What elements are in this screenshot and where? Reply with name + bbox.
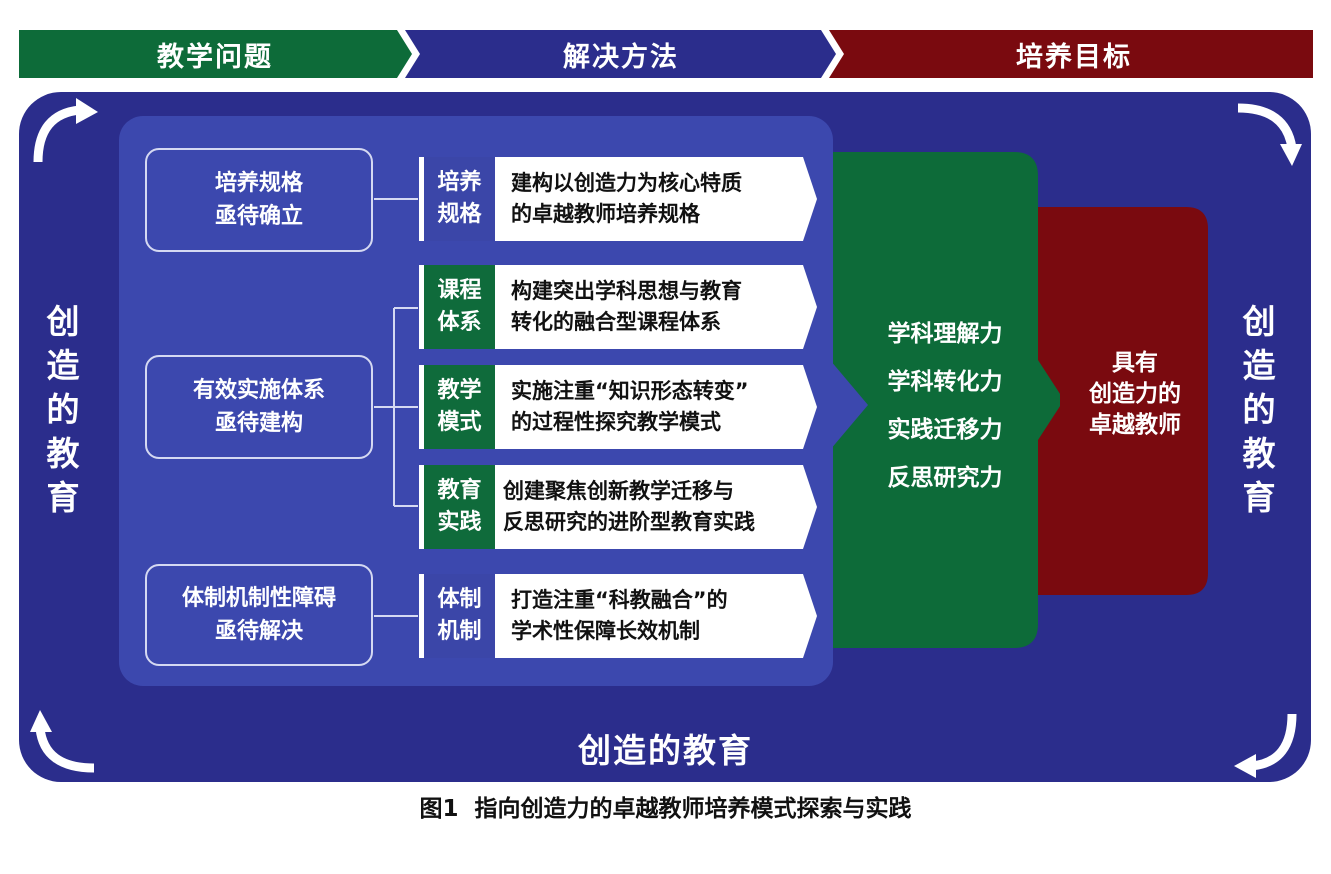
method-text-practice: 创建聚焦创新教学迁移与 反思研究的进阶型教育实践 [495,465,815,549]
method-arrows [495,157,817,658]
method-line: 转化的融合型课程体系 [511,310,721,334]
ability-box [820,152,1060,648]
method-line: 的卓越教师培养规格 [511,202,700,226]
side-right-char: 创 [1242,302,1276,341]
tag-line: 实践 [437,510,482,535]
goal-line: 卓越教师 [1089,412,1181,438]
connector-lines [374,198,418,617]
header-col-goals: 培养目标 [835,30,1313,78]
header-col-goals-label: 培养目标 [1016,41,1132,73]
method-text-mechanism: 打造注重“科教融合”的 学术性保障长效机制 [495,574,815,658]
cycle-arrow-top-left-icon [33,98,98,163]
method-line: 创建聚焦创新教学迁移与 [503,479,734,503]
problem-line: 亟待建构 [214,411,303,436]
bottom-label: 创造的教育 [578,731,753,770]
problem-line: 亟待解决 [214,619,303,644]
method-line: 学术性保障长效机制 [511,619,700,643]
tag-line: 教学 [437,378,482,403]
header-col-problems: 教学问题 [19,30,411,78]
method-tag-teaching: 教学 模式 [419,365,495,449]
ability-item: 实践迁移力 [887,417,1003,443]
tag-line: 机制 [437,619,482,644]
method-tag-curriculum: 课程 体系 [419,265,495,349]
side-right-char: 造 [1242,346,1276,385]
method-text-teaching: 实施注重“知识形态转变” 的过程性探究教学模式 [495,365,815,449]
problem-box-spec: 培养规格 亟待确立 [145,148,373,252]
ability-item: 学科转化力 [887,369,1003,395]
header-bar [19,30,1313,78]
header-col-methods-label: 解决方法 [563,41,679,73]
side-left-char: 育 [46,478,80,517]
tag-line: 规格 [437,202,482,227]
method-line: 建构以创造力为核心特质 [511,171,742,195]
ability-list: 学科理解力 学科转化力 实践迁移力 反思研究力 [845,310,1045,502]
problem-line: 培养规格 [214,171,303,196]
method-line: 构建突出学科思想与教育 [511,279,742,303]
method-text-spec: 建构以创造力为核心特质 的卓越教师培养规格 [495,157,815,241]
problem-box-system: 有效实施体系 亟待建构 [145,355,373,459]
goal-box [1030,207,1208,595]
panel-arrow-tip [830,360,868,450]
cycle-arrow-bottom-left-icon [30,710,95,773]
cycle-arrow-bottom-right-icon [1234,713,1297,778]
side-left-char: 创 [46,302,80,341]
side-label-right: 创 造 的 教 育 [1237,300,1281,520]
method-tag-practice: 教育 实践 [419,465,495,549]
method-line: 打造注重“科教融合”的 [511,588,728,612]
header-col-methods: 解决方法 [411,30,831,78]
method-line: 反思研究的进阶型教育实践 [503,510,755,534]
method-line: 的过程性探究教学模式 [511,410,721,434]
method-text-curriculum: 构建突出学科思想与教育 转化的融合型课程体系 [495,265,815,349]
problem-line: 体制机制性障碍 [181,586,336,611]
figure-caption: 图1 指向创造力的卓越教师培养模式探索与实践 [419,796,912,822]
cycle-arrow-top-right-icon [1237,103,1302,166]
problem-box-mechanism: 体制机制性障碍 亟待解决 [145,564,373,666]
tag-line: 模式 [437,410,482,435]
method-tag-mechanism: 体制 机制 [419,574,495,658]
side-right-char: 的 [1242,390,1276,429]
ability-item: 学科理解力 [887,321,1003,347]
goal-line: 具有 [1112,350,1158,376]
tag-line: 体制 [437,587,482,612]
tag-line: 体系 [437,310,482,335]
ability-item: 反思研究力 [887,465,1003,491]
method-line: 实施注重“知识形态转变” [511,379,749,403]
tag-line: 课程 [437,278,482,303]
side-label-left: 创 造 的 教 育 [41,300,85,520]
tag-line: 培养 [437,170,482,195]
side-right-char: 教 [1242,434,1276,473]
side-left-char: 造 [46,346,80,385]
problem-line: 有效实施体系 [192,378,325,403]
header-col-problems-label: 教学问题 [157,41,273,73]
goal-line: 创造力的 [1089,381,1181,407]
method-tag-spec: 培养 规格 [419,157,495,241]
goal-text: 具有 创造力的 卓越教师 [1065,348,1205,441]
side-left-char: 教 [46,434,80,473]
problem-line: 亟待确立 [214,204,303,229]
side-left-char: 的 [46,390,80,429]
side-right-char: 育 [1242,478,1276,517]
tag-line: 教育 [437,478,482,503]
